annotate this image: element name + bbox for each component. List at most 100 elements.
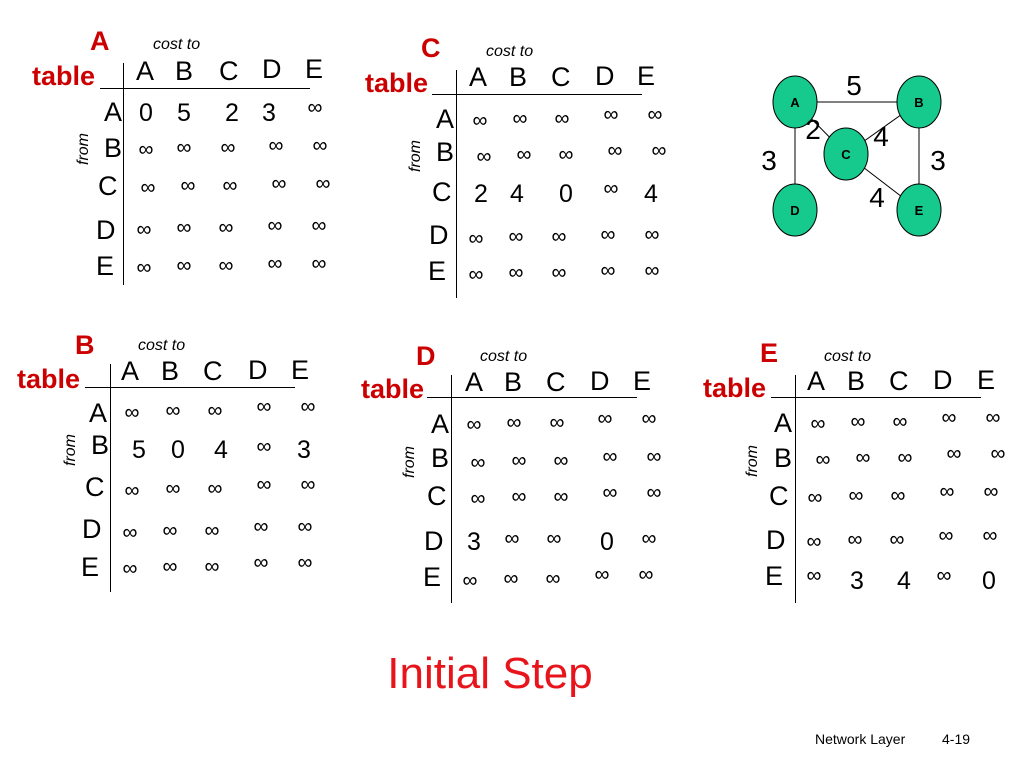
cell: 4 bbox=[214, 436, 228, 464]
col-header-c: C bbox=[889, 366, 909, 396]
cell: ∞ bbox=[122, 557, 138, 580]
cost-to-label: cost to bbox=[480, 348, 528, 365]
cell: ∞ bbox=[603, 103, 619, 126]
node-c-label: C bbox=[841, 147, 851, 162]
cell: ∞ bbox=[468, 227, 484, 250]
header-line bbox=[85, 387, 295, 388]
cell: ∞ bbox=[122, 521, 138, 544]
cell: ∞ bbox=[806, 530, 822, 553]
cell: ∞ bbox=[162, 555, 178, 578]
row-header-d: D bbox=[766, 525, 786, 555]
cell: ∞ bbox=[641, 527, 657, 550]
table-word: table bbox=[365, 68, 429, 98]
cell: 4 bbox=[644, 180, 658, 208]
col-header-e: E bbox=[637, 61, 656, 91]
cell: ∞ bbox=[638, 563, 654, 586]
cell: ∞ bbox=[511, 449, 527, 472]
col-header-b: B bbox=[161, 356, 180, 386]
row-header-a: A bbox=[774, 408, 793, 438]
cell: ∞ bbox=[268, 134, 284, 157]
row-header-e: E bbox=[423, 562, 442, 592]
cell: ∞ bbox=[180, 174, 196, 197]
distance-table-a: A table cost to A B C D E from A B C D E… bbox=[20, 25, 330, 305]
cell: 3 bbox=[467, 528, 481, 556]
cell: ∞ bbox=[602, 445, 618, 468]
cell: ∞ bbox=[470, 487, 486, 510]
cell: ∞ bbox=[503, 567, 519, 590]
row-header-b: B bbox=[431, 443, 450, 473]
cell: ∞ bbox=[516, 143, 532, 166]
row-header-d: D bbox=[96, 215, 116, 245]
cell: ∞ bbox=[138, 138, 154, 161]
cell: 0 bbox=[559, 180, 573, 208]
col-header-d: D bbox=[590, 366, 610, 396]
distance-table-d: D table cost to A B C D E from A B C D E… bbox=[345, 340, 661, 620]
cell: ∞ bbox=[545, 567, 561, 590]
cell: ∞ bbox=[807, 486, 823, 509]
cell: ∞ bbox=[176, 136, 192, 159]
node-a-label: A bbox=[790, 95, 800, 110]
row-divider bbox=[456, 70, 457, 298]
col-header-a: A bbox=[469, 62, 488, 92]
row-header-a: A bbox=[431, 409, 450, 439]
cell: ∞ bbox=[889, 528, 905, 551]
cell: ∞ bbox=[311, 214, 327, 237]
cell: ∞ bbox=[476, 145, 492, 168]
row-header-a: A bbox=[436, 104, 455, 134]
col-header-a: A bbox=[465, 367, 484, 397]
table-word: table bbox=[32, 61, 96, 91]
cost-to-label: cost to bbox=[138, 337, 186, 354]
cell: ∞ bbox=[983, 480, 999, 503]
col-header-a: A bbox=[136, 56, 155, 86]
col-header-a: A bbox=[121, 356, 140, 386]
cell: ∞ bbox=[256, 473, 272, 496]
col-header-d: D bbox=[248, 355, 268, 385]
cell: ∞ bbox=[267, 214, 283, 237]
cell: ∞ bbox=[176, 216, 192, 239]
cell: ∞ bbox=[307, 96, 323, 119]
cell: ∞ bbox=[218, 254, 234, 277]
row-header-b: B bbox=[774, 443, 793, 473]
row-divider bbox=[123, 63, 124, 285]
cell: ∞ bbox=[646, 481, 662, 504]
row-header-b: B bbox=[91, 430, 110, 460]
cell: ∞ bbox=[982, 524, 998, 547]
cell: ∞ bbox=[140, 176, 156, 199]
row-header-a: A bbox=[89, 398, 108, 428]
cell: ∞ bbox=[204, 555, 220, 578]
cell: ∞ bbox=[220, 136, 236, 159]
from-label: from bbox=[744, 445, 761, 477]
col-header-d: D bbox=[933, 365, 953, 395]
cell: 3 bbox=[297, 436, 311, 464]
cell: ∞ bbox=[222, 174, 238, 197]
cell: ∞ bbox=[267, 252, 283, 275]
cell: ∞ bbox=[946, 442, 962, 465]
cell: ∞ bbox=[256, 435, 272, 458]
cell: ∞ bbox=[936, 564, 952, 587]
node-c bbox=[823, 127, 869, 181]
table-word: table bbox=[703, 373, 767, 403]
table-word: table bbox=[361, 374, 425, 404]
row-header-c: C bbox=[432, 177, 452, 207]
col-header-b: B bbox=[847, 366, 866, 396]
row-divider bbox=[451, 375, 452, 603]
cell: ∞ bbox=[850, 410, 866, 433]
row-header-d: D bbox=[82, 514, 102, 544]
cell: ∞ bbox=[511, 485, 527, 508]
cost-to-label: cost to bbox=[153, 36, 201, 53]
cell: ∞ bbox=[204, 519, 220, 542]
row-header-e: E bbox=[428, 256, 447, 286]
cell: ∞ bbox=[847, 528, 863, 551]
cell: ∞ bbox=[297, 515, 313, 538]
row-header-a: A bbox=[104, 97, 123, 127]
cell: ∞ bbox=[176, 254, 192, 277]
cell: ∞ bbox=[466, 413, 482, 436]
cell: ∞ bbox=[506, 411, 522, 434]
distance-table-e: E table cost to A B C D E from A B C D E… bbox=[687, 337, 1005, 617]
cell: ∞ bbox=[124, 479, 140, 502]
col-header-c: C bbox=[203, 356, 223, 386]
cell: ∞ bbox=[546, 527, 562, 550]
cell: ∞ bbox=[136, 256, 152, 279]
cell: ∞ bbox=[651, 139, 667, 162]
table-letter: A bbox=[90, 26, 110, 56]
